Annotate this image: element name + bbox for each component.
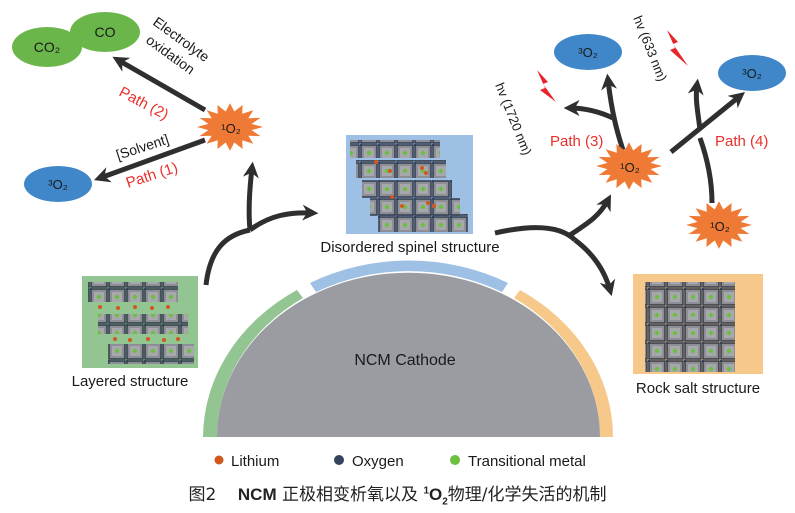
carbon-products: CO₂ CO — [12, 12, 140, 67]
cathode-body — [217, 272, 600, 437]
arrow-to-singlet-right — [568, 194, 612, 238]
rocksalt-label: Rock salt structure — [636, 380, 760, 397]
oxygen-swatch — [334, 455, 344, 465]
arrow-to-spinel — [248, 204, 319, 233]
lightning-icon-633 — [667, 30, 688, 66]
caption-bold: NCM — [237, 485, 277, 504]
layered-structure: Layered structure — [72, 276, 198, 390]
singlet-label-left: ¹O₂ — [221, 121, 241, 136]
legend: Lithium Oxygen Transitional metal — [214, 453, 586, 470]
path2-label: Path (2) — [116, 84, 171, 124]
arrow-path3-up — [601, 73, 626, 151]
arrow-path4-diag — [669, 91, 745, 154]
arrow-to-rocksalt — [573, 238, 616, 297]
rocksalt-structure: Rock salt structure — [633, 274, 763, 397]
cathode-label: NCM Cathode — [354, 352, 455, 369]
singlet-burst-bottom — [686, 201, 752, 249]
co-ellipse — [70, 12, 140, 52]
ncm-cathode: NCM Cathode — [203, 260, 613, 437]
lithium-swatch — [214, 455, 224, 465]
legend-lithium: Lithium — [231, 453, 279, 470]
svg-text:³O₂: ³O₂ — [48, 177, 68, 192]
spinel-structure: Disordered spinel structure — [320, 135, 500, 256]
arrow-path1 — [93, 137, 206, 183]
triplet-oxygen-left: ³O₂ — [24, 166, 92, 202]
svg-text:³O₂: ³O₂ — [578, 45, 598, 60]
arrow-path4-up — [687, 78, 704, 131]
legend-metal: Transitional metal — [468, 453, 586, 470]
metal-swatch — [450, 455, 460, 465]
arrow-spinel-branch — [494, 225, 577, 242]
singlet-label-mid: ¹O₂ — [620, 160, 640, 175]
caption-text-a: 正极相变析氧以及 — [282, 485, 424, 505]
triplet-oxygen-right: ³O₂ — [718, 55, 786, 91]
spinel-label: Disordered spinel structure — [320, 239, 499, 256]
arrow-path2 — [112, 56, 207, 113]
arrow-path4-from-bottom — [697, 137, 715, 204]
lightning-icon-1720 — [537, 70, 556, 102]
singlet-burst-mid — [596, 142, 662, 190]
co-label: CO — [95, 24, 116, 40]
svg-text:³O₂: ³O₂ — [742, 66, 762, 81]
arrow-to-singlet-left — [242, 161, 259, 231]
co2-label: CO₂ — [34, 39, 60, 55]
figure-caption: 图2 NCM 正极相变析氧以及 1O2物理/化学失活的机制 — [188, 485, 607, 508]
hv-1720-label: hv (1720 nm) — [492, 81, 535, 158]
layered-label: Layered structure — [72, 373, 189, 390]
arrow-layered-branch — [203, 227, 251, 286]
path4-label: Path (4) — [715, 133, 768, 150]
arrows — [93, 56, 745, 297]
layered-arc — [203, 290, 303, 437]
legend-oxygen: Oxygen — [352, 453, 404, 470]
hv-633-label: hv (633 nm) — [630, 14, 670, 84]
spinel-arc — [310, 260, 508, 292]
caption-prefix: 图2 — [188, 485, 217, 505]
triplet-oxygen-mid: ³O₂ — [554, 34, 622, 70]
singlet-label-bottom: ¹O₂ — [710, 219, 730, 234]
rocksalt-arc — [514, 290, 613, 437]
arrow-path3-left — [563, 100, 615, 121]
co2-ellipse — [12, 27, 82, 67]
path3-label: Path (3) — [550, 133, 603, 150]
singlet-burst-left — [197, 103, 263, 151]
caption-text-b: 物理/化学失活的机制 — [447, 485, 607, 505]
